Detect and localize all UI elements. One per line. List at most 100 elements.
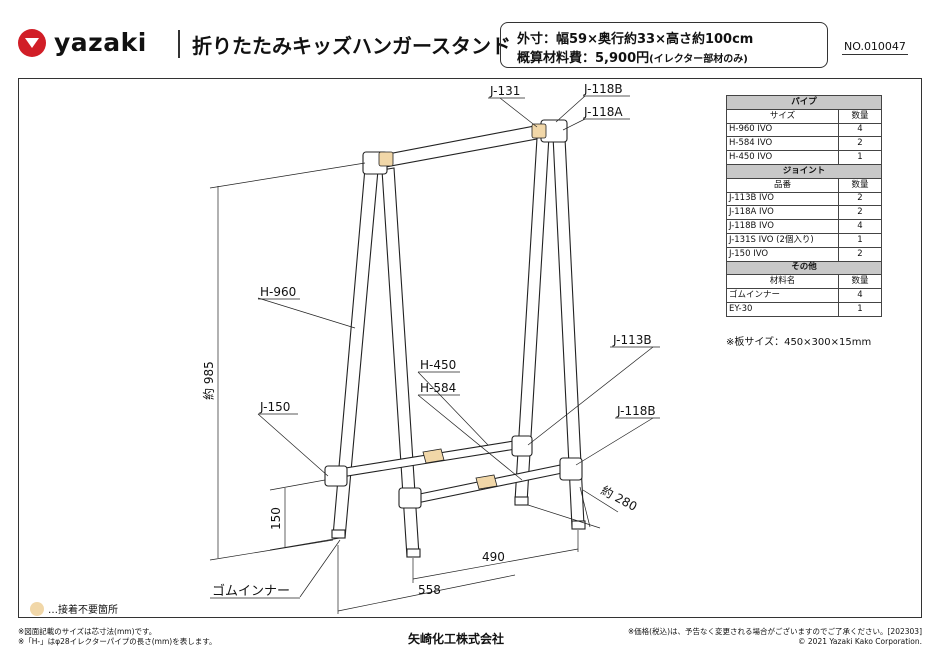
j131-top-left-clamp	[378, 151, 394, 167]
glue-free-marker-icon	[30, 601, 44, 616]
part-qty: 1	[838, 301, 882, 317]
dim150-extension-a	[269, 479, 326, 491]
legend-text: …接着不要箇所	[48, 605, 118, 616]
leader-rubber	[299, 539, 341, 598]
material-cost-note: (イレクター部材のみ)	[649, 54, 748, 65]
depth-extension-a	[527, 504, 601, 529]
label-j118a: J-118A	[583, 105, 623, 119]
part-qty: 2	[838, 246, 882, 262]
yazaki-logo: yazaki	[18, 28, 147, 57]
joint-header-qty: 数量	[838, 177, 882, 193]
dim-150: 150	[269, 507, 283, 530]
leader-j118a	[562, 118, 586, 131]
rubber-inner-cap-4	[571, 520, 586, 530]
dim-height: 約 985	[201, 361, 216, 400]
part-name: J-131S IVO (2個入り)	[726, 232, 839, 248]
part-qty: 4	[838, 219, 882, 234]
joint-header-no: 品番	[726, 177, 839, 193]
dim-depth: 約 280	[599, 482, 640, 513]
rubber-inner-cap-1	[331, 529, 346, 539]
part-name: J-118B IVO	[726, 219, 839, 234]
part-name: H-450 IVO	[726, 150, 839, 165]
j118b-low-right-joint	[559, 457, 583, 481]
footer-note-price: ※価格(税込)は、予告なく変更される場合がございますのでご了承ください。[202…	[627, 627, 922, 636]
part-name: J-113B IVO	[726, 191, 839, 207]
page-title: 折りたたみキッズハンガースタンド	[192, 34, 511, 58]
outer-dimensions: 外寸：幅59×奥行約33×高さ約100cm	[517, 32, 754, 47]
rubber-inner-cap-3	[514, 496, 529, 506]
footer-note-dimensions: ※図面記載のサイズは芯寸法(mm)です。	[18, 627, 157, 636]
board-size-note: ※板サイズ：450×300×15mm	[726, 337, 872, 348]
leader-h450	[417, 371, 489, 446]
label-j118b-low: J-118B	[616, 404, 656, 418]
leader-h960	[257, 297, 356, 329]
pipe-header-size: サイズ	[726, 108, 839, 124]
part-name: H-584 IVO	[726, 136, 839, 152]
label-j131: J-131	[489, 84, 520, 98]
j131-top-right-clamp	[531, 123, 547, 139]
material-cost-value: 概算材料費：5,900円	[517, 51, 650, 66]
j118b-low-left-joint	[398, 487, 422, 509]
label-h450: H-450	[420, 358, 456, 372]
j150-left-joint	[324, 465, 348, 487]
part-qty: 2	[838, 191, 882, 207]
leader-j118b-top	[555, 95, 586, 123]
part-name: H-960 IVO	[726, 122, 839, 138]
part-qty: 2	[838, 136, 882, 152]
part-name: J-150 IVO	[726, 246, 839, 262]
company-name: 矢崎化工株式会社	[408, 632, 505, 646]
height-extension-top	[209, 162, 366, 189]
rubber-inner-cap-2	[406, 548, 421, 558]
dim558-line	[337, 574, 516, 612]
leader-j150	[257, 413, 329, 477]
part-name: EY-30	[726, 301, 839, 317]
depth-line	[579, 486, 591, 528]
footer-notes-left: ※図面記載のサイズは芯寸法(mm)です。 ※「H-」はφ28イレクターパイプの長…	[18, 627, 216, 647]
spec-box: 外寸：幅59×奥行約33×高さ約100cm 概算材料費：5,900円(イレクター…	[500, 22, 828, 68]
j131-board-clamp-1	[422, 448, 445, 464]
other-header-material: 材料名	[726, 274, 839, 290]
part-qty: 1	[838, 150, 882, 165]
footer-note-pipe: ※「H-」はφ28イレクターパイプの長さ(mm)を表します。	[18, 637, 217, 646]
leader-j113b	[527, 346, 654, 446]
yazaki-logo-mark-icon	[18, 28, 46, 57]
dim-558: 558	[418, 583, 441, 597]
brand-name: yazaki	[54, 28, 147, 57]
part-qty: 2	[838, 205, 882, 221]
dim490-line	[412, 548, 579, 580]
label-j113b: J-113B	[612, 333, 652, 347]
label-h960: H-960	[260, 285, 296, 299]
label-h584: H-584	[420, 381, 456, 395]
legend: …接着不要箇所	[30, 601, 118, 616]
part-name: ゴムインナー	[726, 288, 839, 303]
drawing-frame	[18, 78, 922, 618]
product-number: NO.010047	[842, 40, 908, 55]
part-qty: 4	[838, 122, 882, 138]
part-qty: 4	[838, 288, 882, 303]
footer-notes-right: ※価格(税込)は、予告なく変更される場合がございますのでご了承ください。[202…	[628, 627, 922, 647]
part-qty: 1	[838, 232, 882, 248]
joint-section-title: ジョイント	[726, 163, 882, 179]
j131-board-clamp-2	[475, 474, 498, 490]
label-rubber-inner: ゴムインナー	[212, 583, 290, 599]
depth-dim-line	[582, 489, 619, 513]
part-name: J-118A IVO	[726, 205, 839, 221]
table-row: J-131S IVO (2個入り)1	[726, 232, 882, 248]
dim-490: 490	[482, 550, 505, 564]
leader-j118b-low	[575, 417, 654, 466]
j113b-joint	[511, 435, 533, 457]
dim150-extension-b	[269, 537, 341, 551]
pipe-header-qty: 数量	[838, 108, 882, 124]
header-separator	[178, 30, 180, 58]
pipe-section-title: パイプ	[726, 95, 882, 110]
top-bar-pipe	[371, 123, 554, 169]
